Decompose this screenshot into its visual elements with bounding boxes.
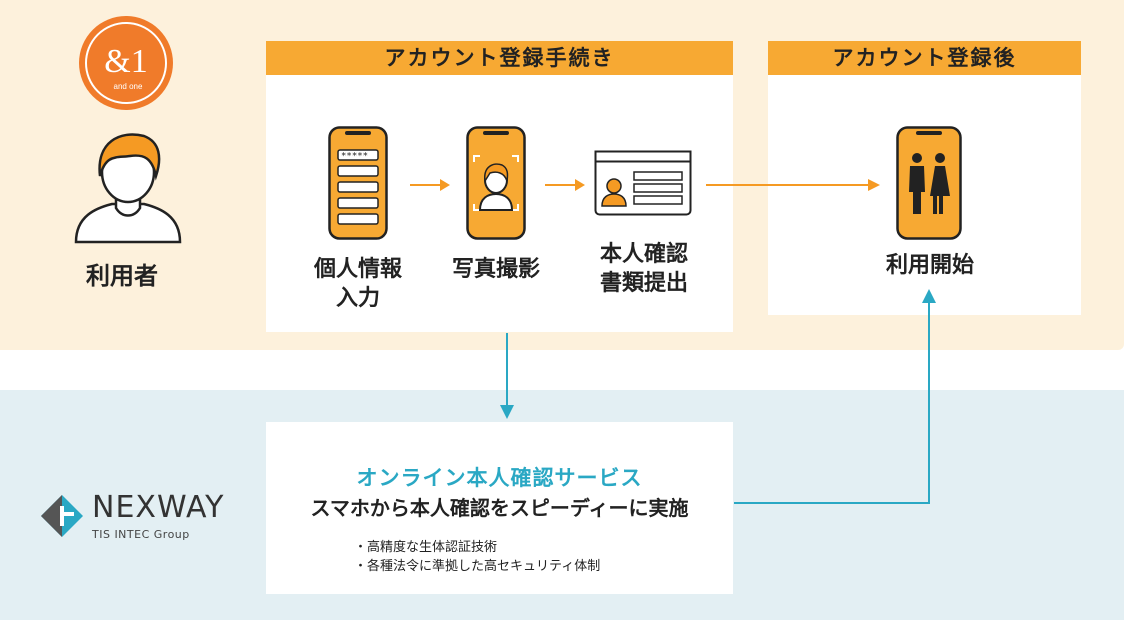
arrow-right-icon xyxy=(410,179,450,191)
phone-form-icon: ***** xyxy=(328,126,388,240)
nexway-mark-icon xyxy=(41,495,83,537)
andone-logo: &1 and one xyxy=(79,16,173,110)
step-start-use-label: 利用開始 xyxy=(885,253,974,278)
after-registration-panel-header: アカウント登録後 xyxy=(768,41,1081,75)
id-card-icon xyxy=(594,150,692,216)
password-mask-text: ***** xyxy=(341,152,368,162)
user-avatar-icon xyxy=(74,133,182,244)
arrow-right-icon xyxy=(545,179,585,191)
step-id-submit-label: 本人確認 書類提出 xyxy=(599,242,688,296)
service-box: オンライン本人確認サービス スマホから本人確認をスピーディーに実施 ・高精度な生… xyxy=(266,422,733,594)
feature-item-biometric: ・高精度な生体認証技術 xyxy=(354,540,498,555)
user-label: 利用者 xyxy=(86,262,158,290)
arrow-right-long-icon xyxy=(706,179,880,191)
andone-logo-mark: &1 xyxy=(104,43,147,80)
service-title: オンライン本人確認サービス xyxy=(356,466,643,490)
feature-item-security: ・各種法令に準拠した高セキュリティ体制 xyxy=(354,559,601,574)
phone-face-capture-icon xyxy=(466,126,526,240)
step-photo-label: 写真撮影 xyxy=(451,257,540,282)
nexway-tagline: TIS INTEC Group xyxy=(92,528,190,541)
nexway-logo: NEXWAY TIS INTEC Group xyxy=(40,490,240,550)
andone-logo-small: and one xyxy=(114,82,143,91)
nexway-name: NEXWAY xyxy=(92,490,225,525)
registration-panel-header: アカウント登録手続き xyxy=(266,41,733,75)
service-subtitle: スマホから本人確認をスピーディーに実施 xyxy=(310,496,689,520)
phone-people-icon xyxy=(896,126,962,240)
feature-list: ・高精度な生体認証技術 ・各種法令に準拠した高セキュリティ体制 xyxy=(354,538,600,576)
step-personal-info-label: 個人情報 入力 xyxy=(313,257,402,311)
